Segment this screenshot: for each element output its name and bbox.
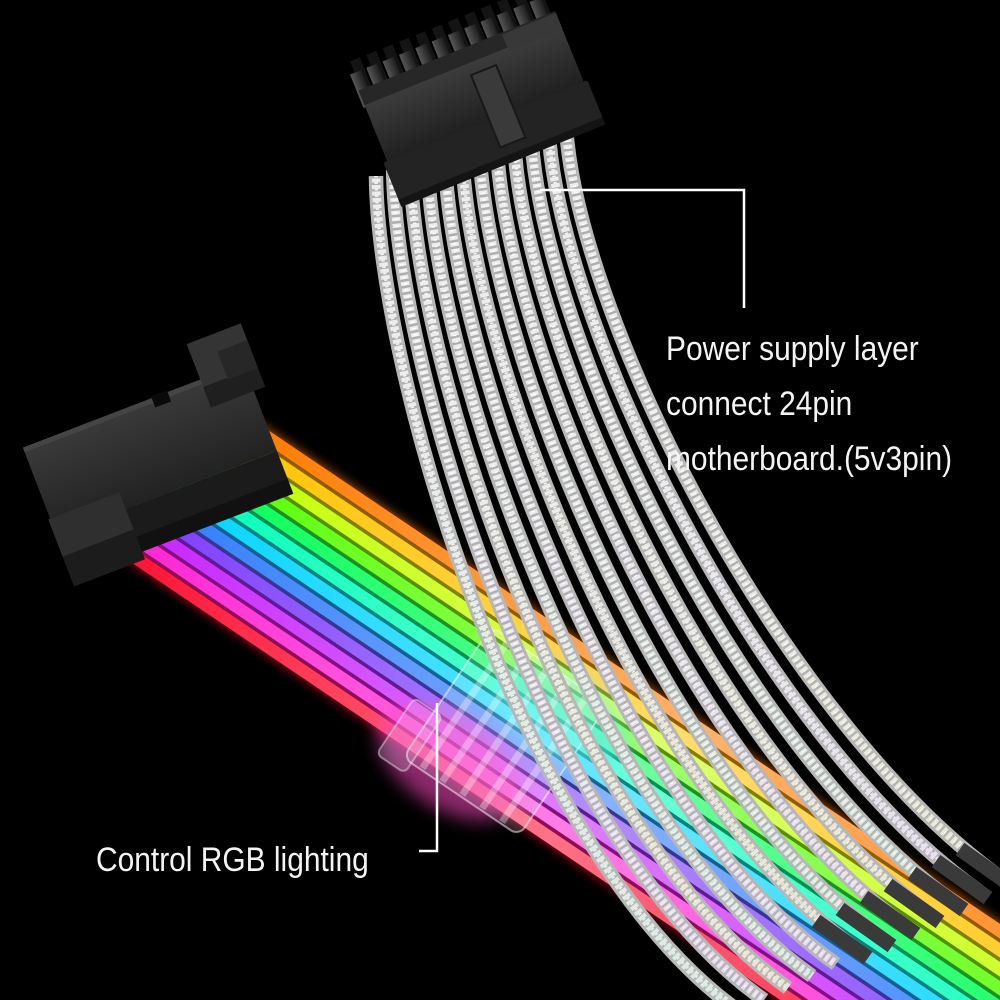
cable-tip <box>859 890 921 941</box>
clip-side-tab <box>377 699 442 772</box>
sleeved-cable <box>368 175 737 1000</box>
rgb-strip <box>132 496 1000 1000</box>
psu-24pin-connector <box>349 0 606 207</box>
rgb-strip-connector <box>22 323 294 587</box>
power-supply-label: Power supply layer connect 24pin motherb… <box>666 322 991 487</box>
rgb-strip <box>104 515 1000 1000</box>
sleeved-cable <box>420 157 817 982</box>
connector-foot-left <box>48 492 146 587</box>
connector-step <box>502 12 563 52</box>
connector-body <box>364 25 586 165</box>
clip-glow-magenta <box>377 702 520 821</box>
sleeved-cable <box>471 139 897 953</box>
sleeved-cable <box>540 114 993 905</box>
connector-latch <box>469 63 527 149</box>
rgb-strip <box>190 458 1000 1000</box>
connector-top-edge-highlight <box>22 363 246 453</box>
sleeved-cable <box>454 145 873 965</box>
rgb-strip <box>233 430 1000 1000</box>
rgb-strip <box>89 524 1000 1000</box>
connector-port-hole <box>151 390 172 408</box>
power-supply-label-line2: connect 24pin <box>666 385 853 423</box>
annotation-line-rgb <box>419 703 439 853</box>
rgb-control-label: Control RGB lighting <box>96 833 406 888</box>
cable-tip <box>835 902 897 953</box>
cable-tip <box>811 914 873 965</box>
sleeved-cable <box>437 151 841 970</box>
cable-tip <box>907 866 969 917</box>
sleeved-cable <box>506 127 945 929</box>
sleeved-cable <box>385 169 769 1000</box>
sleeved-cables <box>368 108 1000 1000</box>
annotation-line-power <box>540 188 746 308</box>
rgb-control-label-text: Control RGB lighting <box>96 841 369 879</box>
cable-tip <box>955 842 1000 887</box>
power-supply-label-line3: motherboard.(5v3pin) <box>666 440 953 478</box>
connector-pins <box>349 0 555 108</box>
sleeved-cable <box>489 133 921 941</box>
power-supply-label-line1: Power supply layer <box>666 330 919 368</box>
cable-tip <box>883 878 945 929</box>
flange-shadow <box>398 117 606 207</box>
sleeved-cable <box>523 121 969 917</box>
cable-tip <box>931 854 993 905</box>
connector-latch-tab-right <box>186 323 266 408</box>
sleeved-cable <box>557 108 1000 887</box>
rgb-strip <box>147 487 1000 1000</box>
cable-flange <box>384 80 604 205</box>
sleeved-cable <box>403 163 793 994</box>
